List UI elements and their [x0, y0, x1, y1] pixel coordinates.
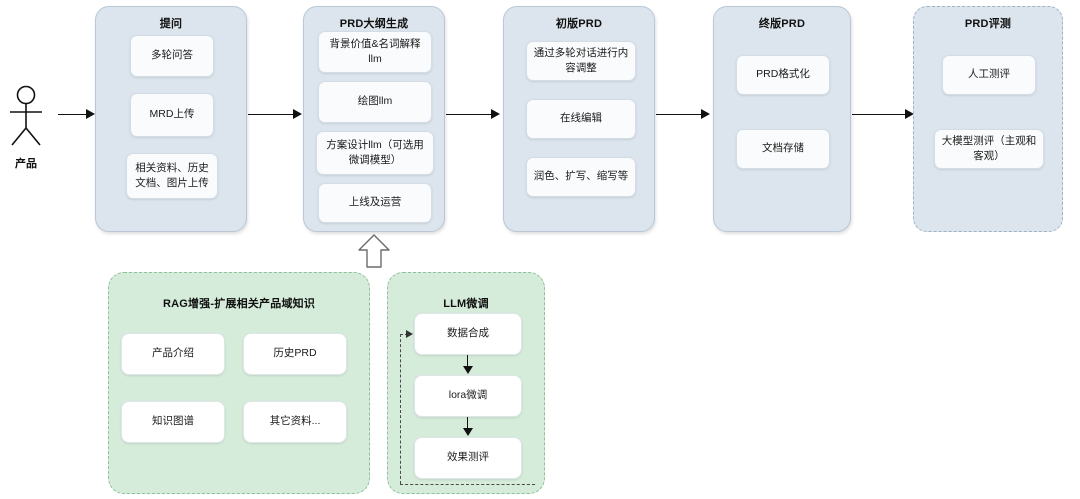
card-draft-1[interactable]: 在线编辑	[526, 99, 636, 139]
feedback-loop-arrowhead	[406, 330, 413, 338]
card-llm-0[interactable]: 数据合成	[414, 313, 522, 355]
stage-prd-eval-title: PRD评测	[964, 18, 1012, 30]
stage-prd-eval[interactable]: PRD评测 人工测评 大模型测评（主观和客观）	[913, 6, 1063, 232]
arrowhead-actor-to-ask	[86, 109, 95, 119]
support-rag[interactable]: RAG增强-扩展相关产品域知识 产品介绍 历史PRD 知识图谱 其它资料...	[108, 272, 370, 494]
actor-stick-figure-icon	[4, 85, 60, 158]
stage-prd-draft-title: 初版PRD	[555, 18, 603, 30]
support-rag-title: RAG增强-扩展相关产品域知识	[162, 298, 316, 310]
support-llm-title: LLM微调	[443, 298, 489, 310]
stage-prd-outline-title: PRD大纲生成	[339, 18, 409, 30]
stage-prd-outline[interactable]: PRD大纲生成 背景价值&名词解释llm 绘图llm 方案设计llm（可选用微调…	[303, 6, 445, 232]
card-draft-2[interactable]: 润色、扩写、缩写等	[526, 157, 636, 197]
feedback-loop-bottom	[400, 484, 535, 485]
arrowhead-ask-to-outline	[293, 109, 302, 119]
card-llm-2[interactable]: 效果测评	[414, 437, 522, 479]
connector-llm-0-to-1	[467, 355, 468, 367]
arrowhead-llm-0-to-1	[463, 366, 473, 374]
card-outline-1[interactable]: 绘图llm	[318, 81, 432, 123]
card-outline-0[interactable]: 背景价值&名词解释llm	[318, 31, 432, 73]
feedback-loop-left	[400, 334, 401, 484]
card-final-1[interactable]: 文档存储	[736, 129, 830, 169]
card-final-0[interactable]: PRD格式化	[736, 55, 830, 95]
arrowhead-outline-to-draft	[491, 109, 500, 119]
card-eval-1[interactable]: 大模型测评（主观和客观）	[934, 129, 1044, 169]
connector-outline-to-draft	[446, 114, 494, 115]
connector-ask-to-outline	[248, 114, 296, 115]
card-ask-0[interactable]: 多轮问答	[130, 35, 214, 77]
support-llm-finetune[interactable]: LLM微调 数据合成 lora微调 效果测评	[387, 272, 545, 494]
card-rag-1[interactable]: 历史PRD	[243, 333, 347, 375]
arrowhead-final-to-eval	[905, 109, 914, 119]
card-rag-3[interactable]: 其它资料...	[243, 401, 347, 443]
arrowhead-llm-1-to-2	[463, 428, 473, 436]
connector-actor-to-ask	[58, 114, 88, 115]
stage-prd-draft[interactable]: 初版PRD 通过多轮对话进行内容调整 在线编辑 润色、扩写、缩写等	[503, 6, 655, 232]
card-outline-3[interactable]: 上线及运营	[318, 183, 432, 223]
block-arrow-up-icon	[357, 233, 391, 274]
stage-prd-final[interactable]: 终版PRD PRD格式化 文档存储	[713, 6, 851, 232]
stage-ask-title: 提问	[159, 18, 183, 30]
arrowhead-draft-to-final	[701, 109, 710, 119]
card-rag-0[interactable]: 产品介绍	[121, 333, 225, 375]
stage-prd-final-title: 终版PRD	[758, 18, 806, 30]
card-llm-1[interactable]: lora微调	[414, 375, 522, 417]
actor-label: 产品	[15, 158, 37, 170]
connector-llm-1-to-2	[467, 417, 468, 429]
card-outline-2[interactable]: 方案设计llm（可选用微调模型）	[316, 131, 434, 175]
card-eval-0[interactable]: 人工测评	[942, 55, 1036, 95]
feedback-loop-top	[400, 334, 408, 335]
card-rag-2[interactable]: 知识图谱	[121, 401, 225, 443]
card-ask-2[interactable]: 相关资料、历史文档、图片上传	[126, 153, 218, 199]
connector-final-to-eval	[852, 114, 908, 115]
connector-draft-to-final	[656, 114, 704, 115]
card-draft-0[interactable]: 通过多轮对话进行内容调整	[526, 41, 636, 81]
card-ask-1[interactable]: MRD上传	[130, 93, 214, 137]
stage-ask[interactable]: 提问 多轮问答 MRD上传 相关资料、历史文档、图片上传	[95, 6, 247, 232]
